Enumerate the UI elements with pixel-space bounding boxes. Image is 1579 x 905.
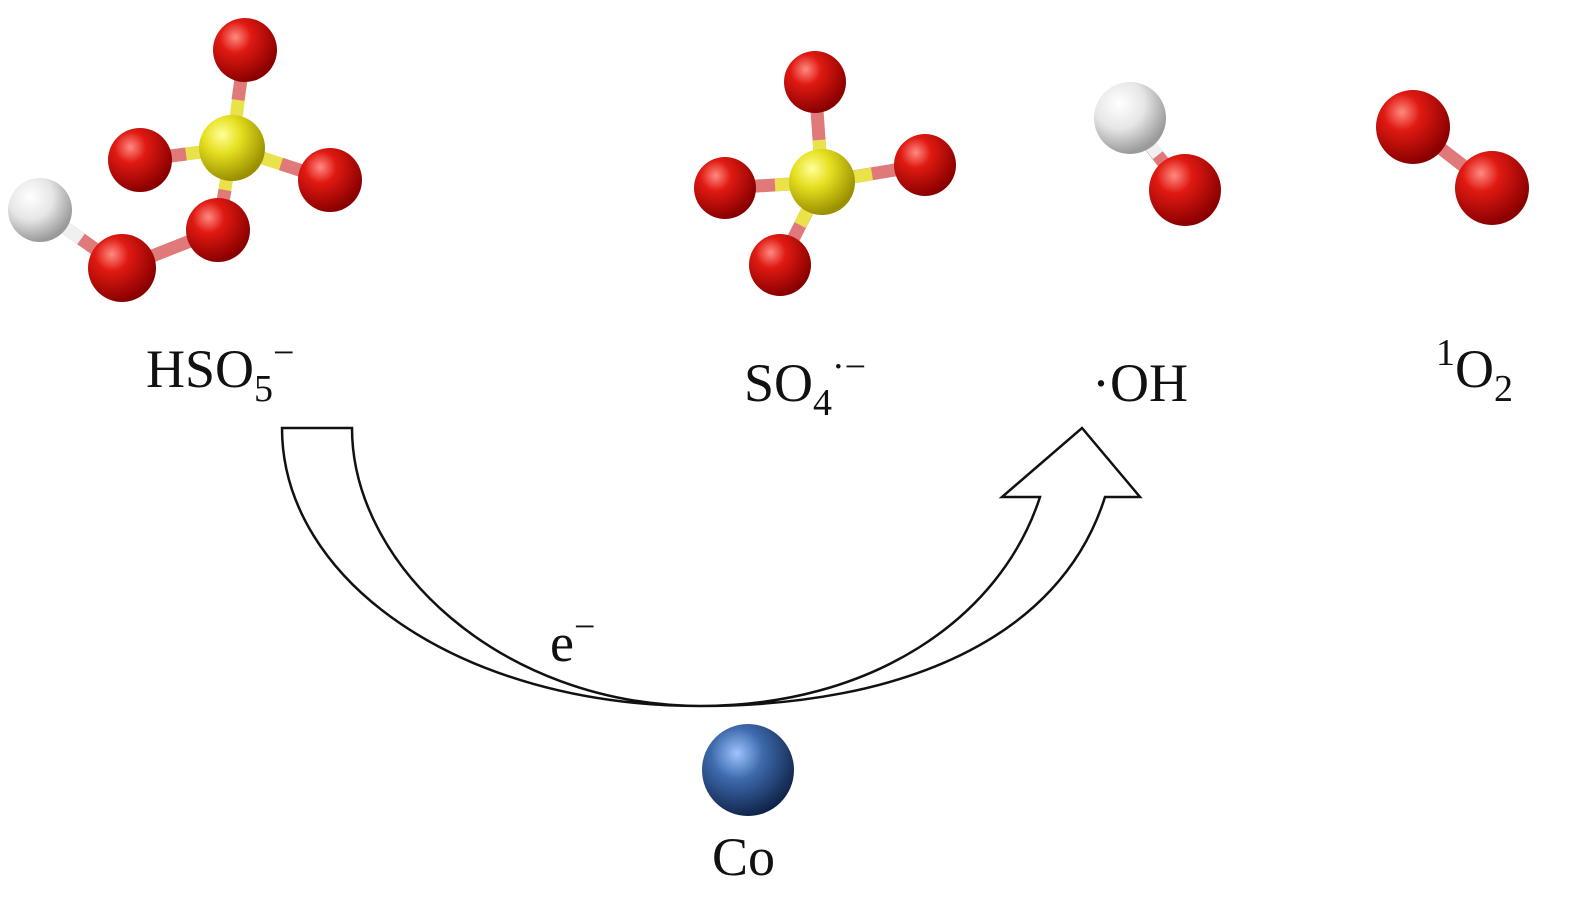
hydrogen-atom [1094, 82, 1166, 154]
so4-label: SO4·− [744, 346, 867, 424]
oxygen-atom [894, 134, 956, 196]
oxygen-atom [1376, 90, 1450, 164]
oxygen-atom [784, 51, 846, 113]
hso5-bonds [36, 49, 333, 275]
hso5-label: HSO5− [146, 332, 295, 410]
oxygen-atom [213, 18, 277, 82]
oxygen-atom [694, 157, 756, 219]
oh-molecule [1094, 82, 1221, 226]
so4-molecule [694, 51, 956, 296]
oxygen-atom [1149, 154, 1221, 226]
oxygen-atom [298, 148, 362, 212]
oxygen-atom [749, 234, 811, 296]
hso5-molecule [8, 18, 362, 302]
o2-label: 1O2 [1436, 332, 1513, 410]
oxygen-atom [186, 198, 250, 262]
o2-molecule [1376, 90, 1529, 225]
oxygen-atom [1455, 151, 1529, 225]
oxygen-atom [88, 234, 156, 302]
sulfur-atom [789, 149, 855, 215]
oh-label: ·OH [1092, 353, 1188, 413]
cobalt-atom [702, 724, 794, 816]
electron-transfer-arrow [280, 426, 1143, 708]
oxygen-atom [108, 128, 172, 192]
sulfur-atom [199, 115, 265, 181]
hydrogen-atom [8, 178, 72, 242]
electron-label: e− [550, 606, 596, 673]
cobalt-label: Co [712, 827, 776, 887]
